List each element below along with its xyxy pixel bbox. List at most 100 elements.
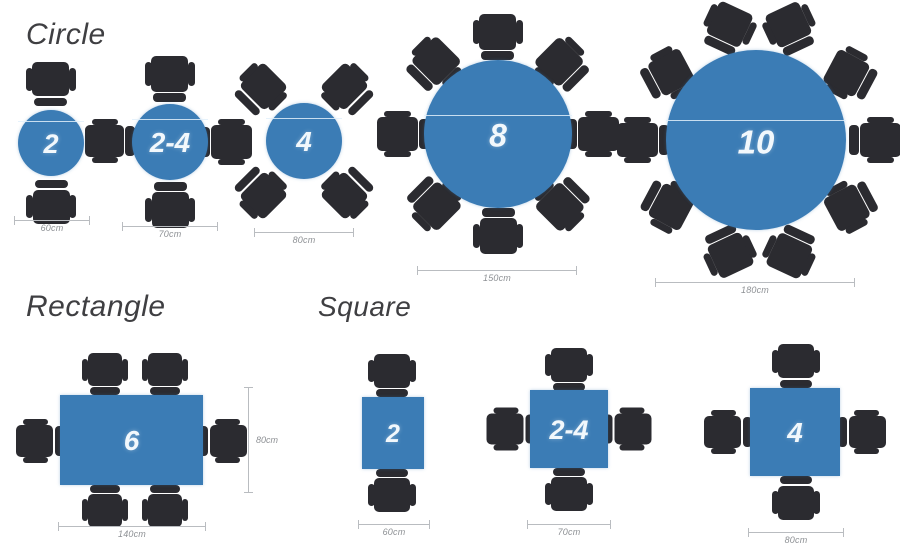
chair-icon[interactable]	[85, 119, 135, 163]
chair-armrest-right	[409, 483, 416, 506]
table-group-circle-8[interactable]: 8	[377, 8, 622, 288]
section-title-rectangle: Rectangle	[26, 290, 166, 323]
chair-icon[interactable]	[849, 117, 900, 163]
table-group-circle-10[interactable]: 10	[617, 0, 900, 300]
table-group-square-2[interactable]: 2 60cm	[330, 340, 460, 540]
table-group-circle-2[interactable]: 2 60cm	[0, 48, 110, 238]
chair-seat	[578, 117, 619, 152]
seat-count-label: 4	[787, 417, 803, 449]
dimension-cap-right	[610, 520, 611, 529]
chair-seat	[860, 123, 900, 158]
table-square-2-4[interactable]: 2-4	[530, 390, 608, 468]
chair-armrest-left	[181, 358, 188, 381]
dimension-bar	[527, 524, 611, 525]
chair-armrest-right	[516, 223, 523, 248]
chair-back	[153, 182, 187, 191]
table-group-circle-4[interactable]: 4 80cm	[232, 48, 392, 248]
dimension-bar	[14, 220, 90, 221]
table-circle-2-4[interactable]: 2-4	[132, 104, 208, 180]
table-seam	[132, 119, 208, 120]
chair-icon[interactable]	[26, 180, 76, 224]
chair-seat	[551, 477, 587, 511]
chair-icon[interactable]	[142, 485, 188, 527]
chair-icon[interactable]	[368, 469, 416, 512]
chair-back	[849, 124, 859, 156]
seat-count-label: 10	[737, 122, 775, 160]
chair-icon[interactable]	[567, 111, 619, 157]
chair-seat	[151, 56, 189, 92]
chair-armrest-left	[22, 419, 48, 426]
chair-seat	[16, 424, 54, 458]
chair-icon[interactable]	[486, 407, 535, 451]
chair-icon[interactable]	[838, 410, 886, 454]
chair-seat	[374, 354, 410, 388]
chair-icon[interactable]	[772, 344, 820, 388]
chair-armrest-right	[188, 197, 195, 222]
chair-icon[interactable]	[82, 485, 128, 527]
chair-icon[interactable]	[26, 62, 76, 106]
chair-armrest-right	[493, 444, 519, 451]
chair-icon[interactable]	[473, 208, 523, 254]
table-rectangle-6[interactable]: 6	[60, 395, 203, 485]
table-circle-8[interactable]: 8	[424, 60, 572, 208]
dimension-cap-left	[748, 528, 749, 537]
dimension-cap-right	[205, 522, 206, 531]
table-circle-10[interactable]: 10	[666, 50, 846, 230]
chair-seat	[551, 348, 587, 382]
chair-icon[interactable]	[603, 407, 652, 451]
chair-seat	[87, 494, 122, 527]
table-circle-4[interactable]: 4	[266, 103, 342, 179]
chair-icon[interactable]	[617, 117, 669, 163]
dimension-cap-right	[854, 278, 855, 287]
dimension-cap-top	[244, 387, 253, 388]
chair-seat	[617, 122, 658, 157]
chair-seat	[148, 353, 183, 386]
chair-icon[interactable]	[145, 182, 195, 228]
chair-armrest-right	[22, 456, 48, 463]
seat-count-label: 2-4	[549, 414, 589, 445]
table-circle-2[interactable]: 2	[18, 110, 84, 176]
chair-icon[interactable]	[772, 476, 820, 520]
chair-icon[interactable]	[142, 353, 188, 395]
chair-seat	[32, 189, 70, 224]
chair-armrest-right	[545, 354, 552, 377]
chair-armrest-right	[26, 68, 33, 92]
chair-back	[481, 208, 515, 217]
dimension-label: 80cm	[784, 535, 808, 545]
dimension-bar	[248, 387, 249, 493]
dimension-label: 70cm	[158, 229, 182, 239]
chair-armrest-left	[586, 354, 593, 377]
dimension-cap-right	[217, 222, 218, 231]
chair-icon[interactable]	[704, 410, 752, 454]
chair-icon[interactable]	[82, 353, 128, 395]
chair-back	[149, 387, 181, 395]
chair-icon[interactable]	[545, 348, 593, 391]
table-square-2[interactable]: 2	[362, 397, 424, 469]
chair-icon[interactable]	[473, 14, 523, 60]
chair-armrest-right	[121, 499, 128, 522]
dimension-cap-left	[254, 228, 255, 237]
table-group-square-2-4[interactable]: 2-4 70cm	[486, 338, 660, 543]
chair-icon[interactable]	[368, 354, 416, 397]
chair-armrest-left	[145, 197, 152, 222]
table-seam	[18, 121, 84, 122]
table-group-square-4[interactable]: 4 80cm	[704, 334, 890, 545]
chair-armrest-right	[584, 111, 612, 118]
chair-icon[interactable]	[16, 419, 64, 463]
dimension-label: 60cm	[40, 223, 64, 233]
table-square-4[interactable]: 4	[750, 388, 840, 476]
dimension-bar	[122, 226, 218, 227]
table-group-rectangle-6[interactable]: 6	[14, 340, 284, 540]
chair-armrest-right	[82, 358, 89, 381]
chair-icon[interactable]	[377, 111, 429, 157]
dimension-cap-bottom	[244, 492, 253, 493]
chair-armrest-right	[619, 407, 645, 414]
chair-icon[interactable]	[545, 468, 593, 511]
table-group-circle-2-4[interactable]: 2-4 70cm	[105, 48, 252, 239]
chair-icon[interactable]	[199, 419, 247, 463]
chair-icon[interactable]	[145, 56, 195, 102]
dimension-cap-right	[576, 266, 577, 275]
chair-seat	[479, 14, 517, 50]
dimension-cap-right	[353, 228, 354, 237]
chair-armrest-left	[772, 490, 779, 514]
